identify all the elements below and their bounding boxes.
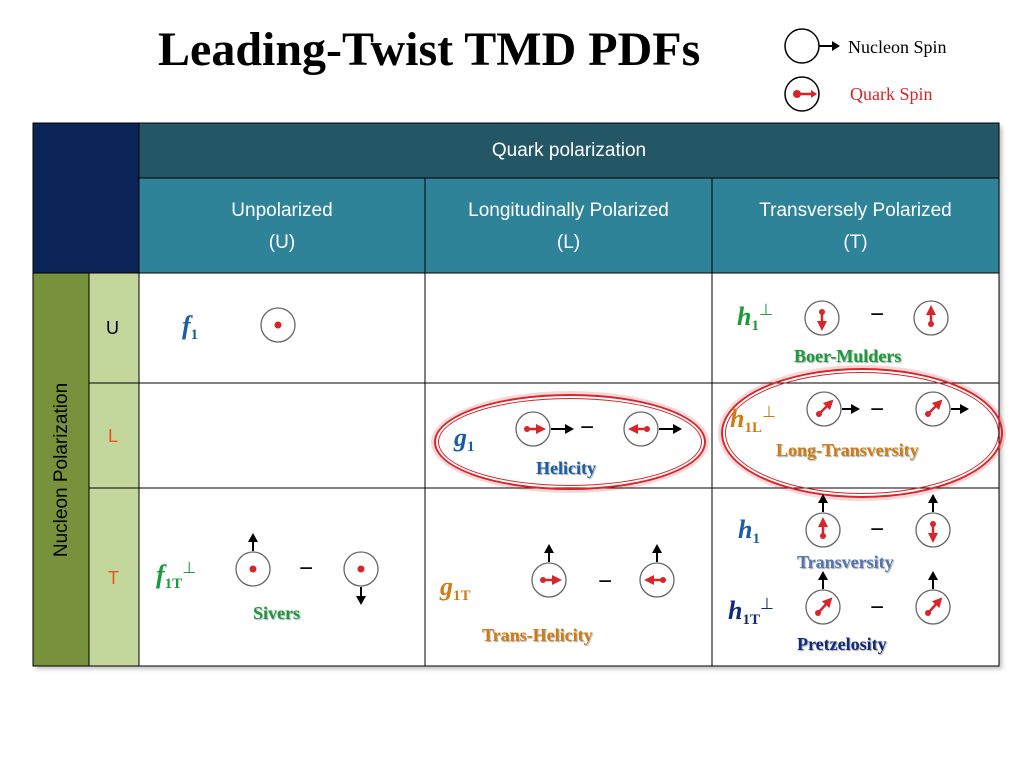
helicity-highlight-ring-inner: [438, 398, 702, 486]
h1Tperp-symbol: h1T⊥: [728, 596, 774, 628]
pretzelosity-label: Pretzelosity: [797, 634, 887, 654]
transverse-header: Transversely Polarized: [759, 200, 952, 221]
longitudinal-header: Longitudinally Polarized: [468, 200, 669, 221]
long-transversity-highlight-ring: [721, 368, 1003, 498]
minus-sign: −: [598, 568, 613, 595]
transversity-label: Transversity: [797, 552, 894, 572]
long-transversity-highlight-ring-inner: [725, 372, 999, 494]
page-title: Leading-Twist TMD PDFs: [158, 23, 701, 76]
transverse-abbr: (T): [843, 232, 868, 253]
unpolarized-abbr: (U): [268, 232, 296, 253]
quark-polarization-title: Quark polarization: [491, 140, 647, 161]
column-header-row: [139, 178, 999, 273]
row-label-l: L: [108, 426, 119, 446]
row-label-u: U: [106, 318, 119, 338]
minus-sign: −: [870, 594, 885, 621]
h1Lperp-symbol: h1L⊥: [730, 404, 776, 436]
nucleon-spin-legend-label: Nucleon Spin: [848, 37, 947, 57]
row-label-column: [89, 273, 139, 666]
h1perp-symbol: h1⊥: [737, 302, 773, 334]
f1-symbol: f1: [182, 311, 199, 343]
minus-sign: −: [870, 396, 885, 423]
nucleon-polarization-label: Nucleon Polarization: [51, 382, 72, 558]
quark-spin-legend-label: Quark Spin: [850, 84, 933, 104]
minus-sign: −: [870, 301, 885, 328]
f1Tperp-symbol: f1T⊥: [156, 560, 197, 592]
corner-cell: [33, 123, 139, 273]
quark-spin-legend-icon: [784, 76, 820, 112]
minus-sign: −: [580, 414, 595, 441]
nucleon-spin-legend-icon: [784, 28, 840, 64]
helicity-label: Helicity: [536, 458, 596, 478]
g1T-symbol: g1T: [440, 572, 471, 604]
row-label-t: T: [108, 568, 119, 588]
unpolarized-header: Unpolarized: [231, 200, 333, 221]
minus-sign: −: [870, 516, 885, 543]
nucleon-polarization-bar: [33, 273, 89, 666]
minus-sign: −: [299, 555, 314, 582]
longitudinal-abbr: (L): [556, 232, 581, 253]
trans-helicity-label: Trans-Helicity: [482, 625, 593, 645]
sivers-label: Sivers: [253, 603, 300, 623]
long-transversity-label: Long-Transversity: [776, 440, 919, 460]
g1-symbol: g1: [454, 423, 475, 455]
h1-symbol: h1: [738, 515, 760, 547]
helicity-highlight-ring: [434, 394, 706, 490]
boer-mulders-label: Boer-Mulders: [794, 346, 902, 366]
quark-polarization-header: [139, 123, 999, 178]
